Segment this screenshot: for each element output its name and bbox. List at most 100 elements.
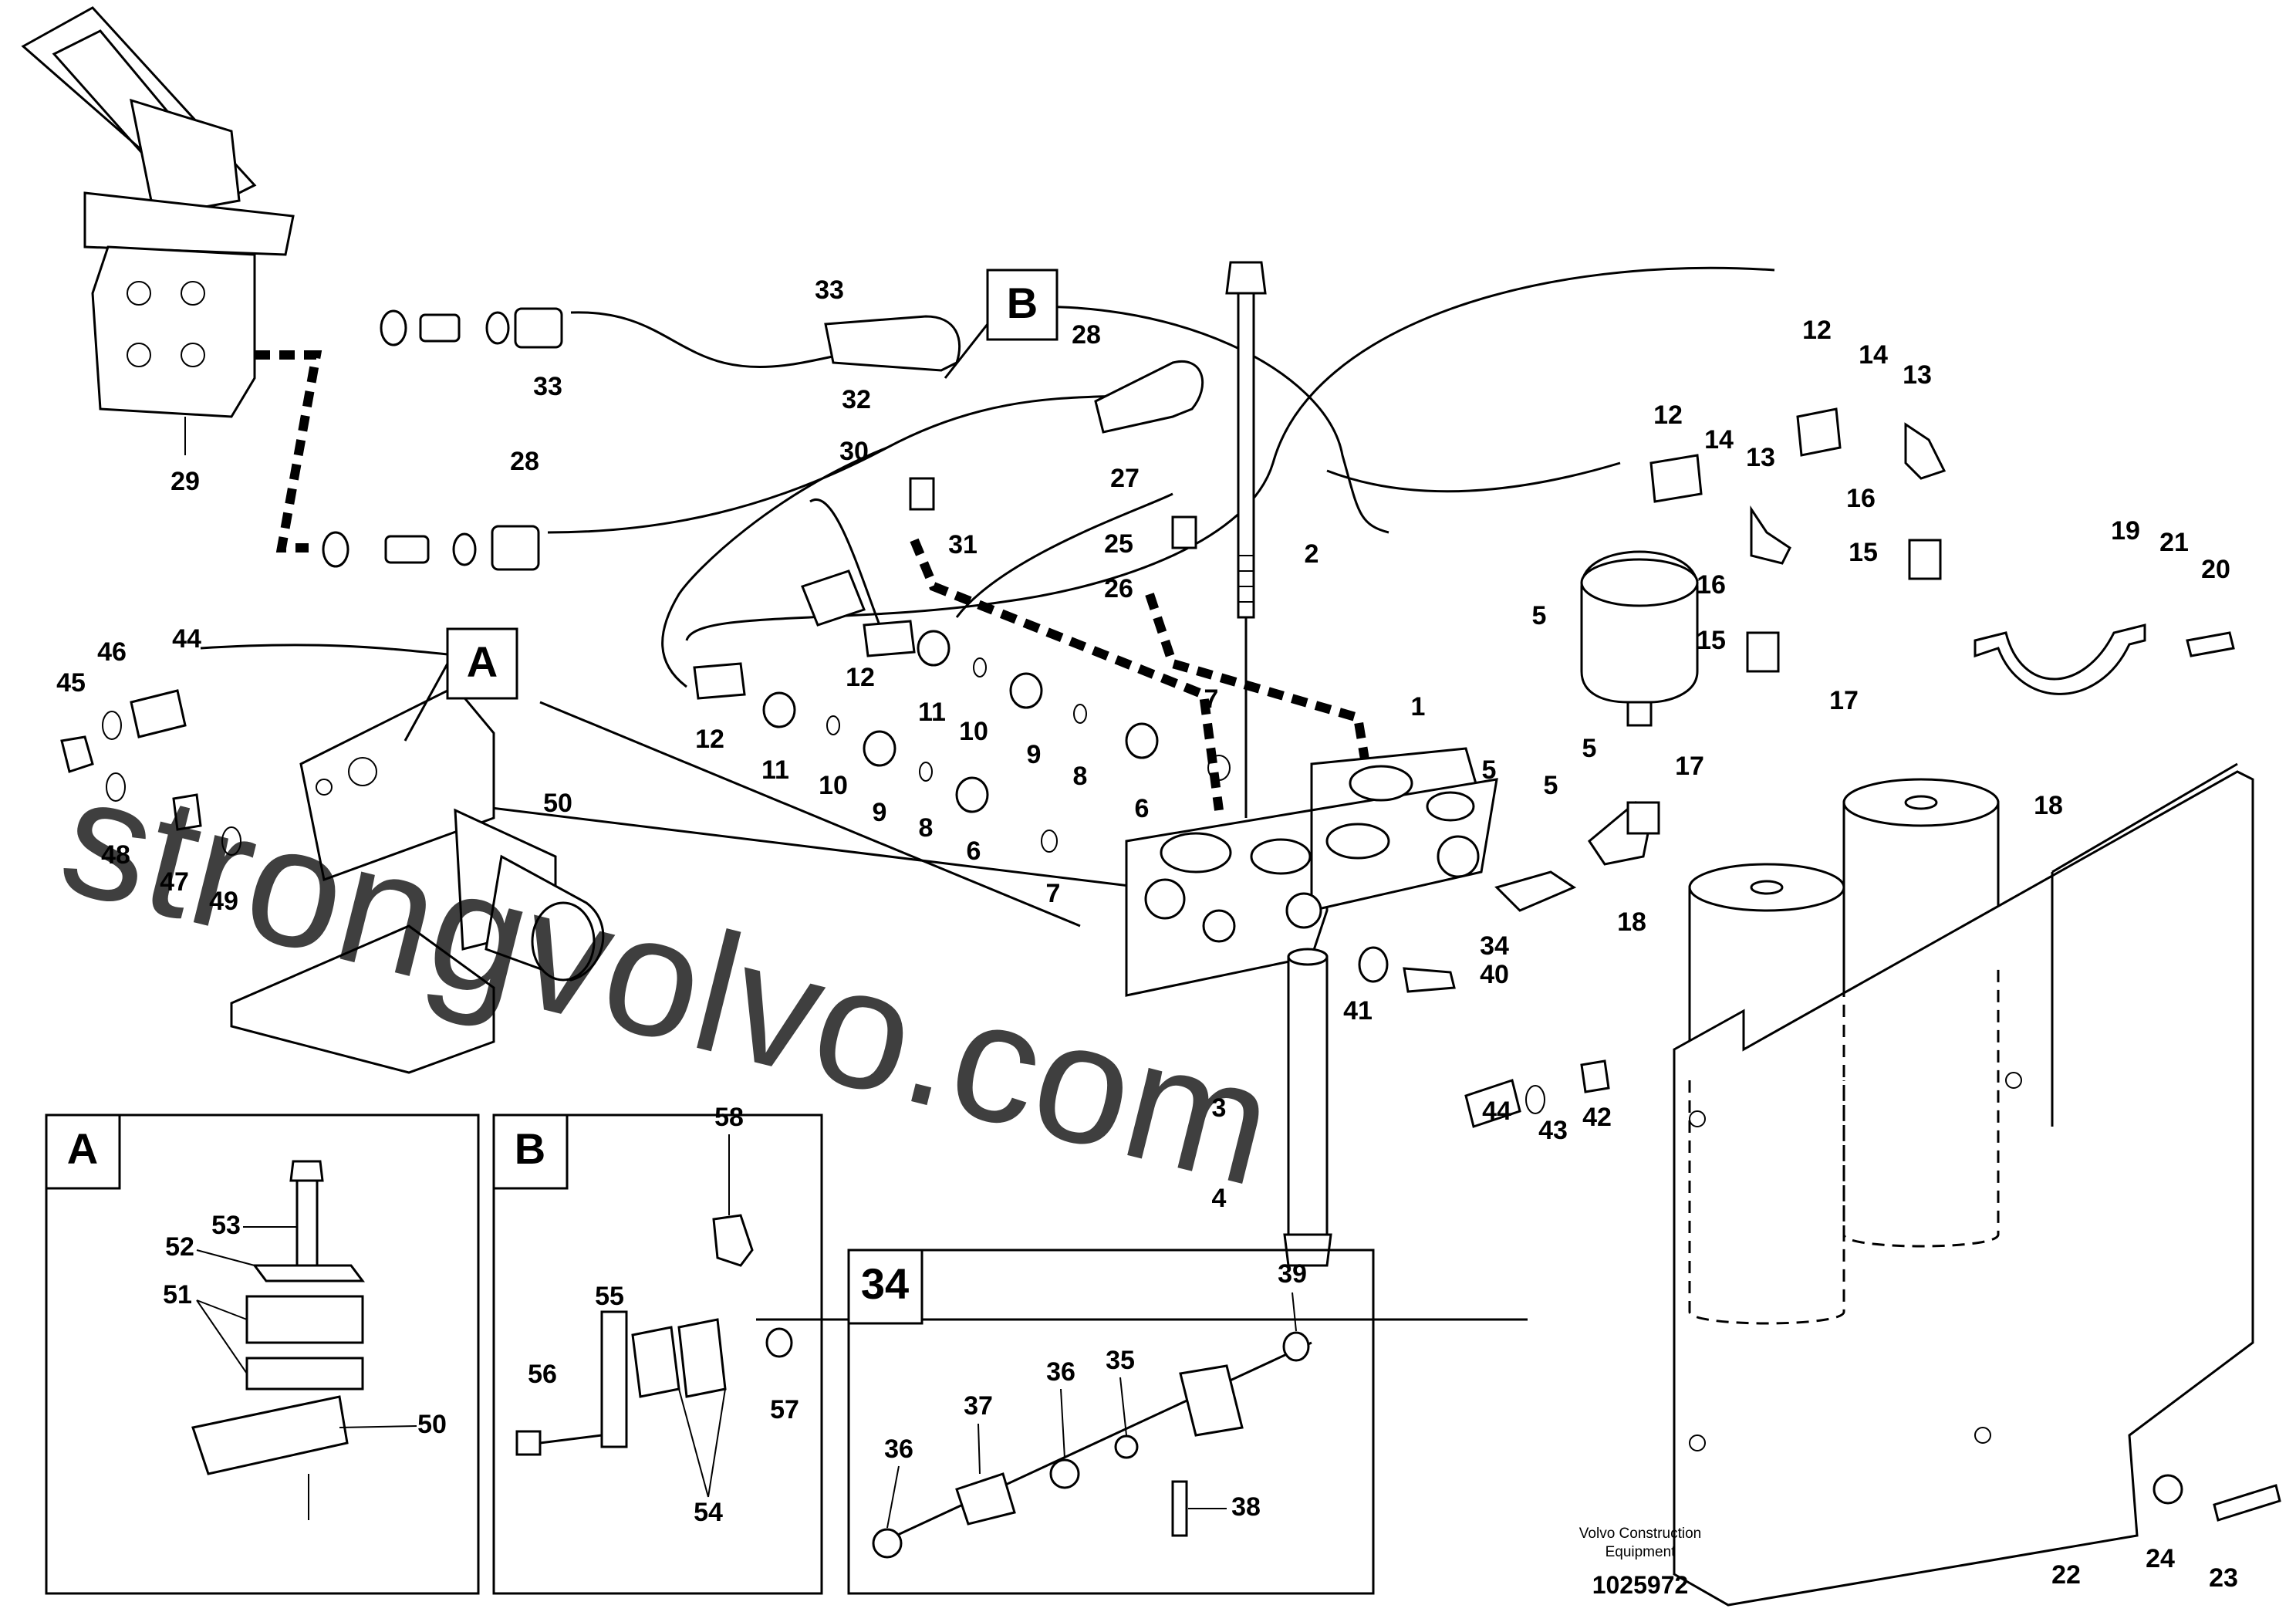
part-label: 41 [1343, 996, 1373, 1026]
part-label: 14 [1704, 425, 1734, 454]
detail-34-box [847, 1249, 1375, 1595]
callout-b: B [944, 269, 1059, 379]
part-label: 27 [1110, 464, 1140, 493]
callout-a: A [403, 627, 518, 742]
part-label: 57 [770, 1395, 799, 1424]
tank-bracket [1673, 762, 2254, 1607]
part-label: 18 [2034, 791, 2063, 820]
part-label: 8 [1073, 762, 1088, 791]
control-valve-block [1125, 747, 1498, 997]
pedal-cable [255, 350, 322, 552]
part-label: 5 [1544, 771, 1558, 800]
part-label: 9 [873, 798, 887, 827]
part-label: 55 [595, 1282, 624, 1311]
left-fittings [60, 689, 241, 856]
part-label: 26 [1104, 574, 1133, 603]
part-label: 40 [1480, 960, 1509, 989]
part-label: 49 [209, 887, 238, 916]
detail-a-box [45, 1113, 480, 1595]
part-label: 48 [101, 840, 130, 870]
upper-fittings [322, 307, 1204, 571]
part-label: 15 [1697, 626, 1726, 655]
part-label: 3 [1212, 1093, 1227, 1123]
brand-line-2: Equipment [1606, 1544, 1676, 1560]
drawing-number: 1025972 [1592, 1571, 1689, 1599]
part-label: 2 [1305, 539, 1319, 569]
tube-and-nut [1283, 948, 1332, 1267]
part-label: 31 [948, 530, 977, 559]
part-label: 10 [959, 717, 988, 746]
part-label: 8 [919, 813, 934, 843]
part-label: 17 [1675, 752, 1704, 781]
part-label: 16 [1846, 484, 1876, 513]
part-label: 17 [1829, 686, 1859, 715]
clamp [1974, 623, 2146, 695]
part-label: 12 [1802, 316, 1832, 345]
part-label: 34 [1480, 931, 1509, 961]
part-label: 44 [1482, 1097, 1511, 1126]
part-label: 20 [2201, 555, 2230, 584]
detail-34-title: 34 [861, 1259, 909, 1308]
part-label: 37 [964, 1391, 993, 1421]
part-label: 22 [2051, 1560, 2081, 1590]
part-label: 15 [1849, 538, 1878, 567]
part-label: 11 [761, 755, 789, 785]
part-label: 4 [1212, 1184, 1227, 1213]
lower-fittings [1358, 946, 1610, 1128]
part-label: 33 [533, 372, 562, 401]
part-label: 12 [846, 663, 875, 692]
valve-bracket [230, 685, 605, 1074]
part-label: 47 [160, 867, 189, 897]
right-elbow-fittings [1494, 407, 1947, 912]
part-label: 7 [1204, 684, 1219, 714]
part-label: 54 [694, 1498, 723, 1527]
part-label: 30 [839, 437, 869, 466]
part-label: 39 [1278, 1259, 1307, 1289]
part-label: 12 [695, 725, 724, 754]
detail-b-labels: 58 55 56 57 54 [528, 1103, 799, 1527]
part-label: 56 [528, 1360, 557, 1389]
part-label: 50 [417, 1410, 447, 1439]
watermark: strongvolvo.com [46, 738, 1291, 1222]
part-label: 13 [1746, 443, 1775, 472]
part-label: 53 [211, 1211, 241, 1240]
part-label: 6 [967, 836, 981, 866]
part-label: 58 [714, 1103, 744, 1132]
part-label: 5 [1532, 601, 1547, 630]
part-label: 19 [2111, 516, 2140, 546]
callout-a-text: A [467, 637, 498, 686]
hoses [200, 266, 1775, 1321]
brake-pedal-valve [21, 6, 295, 455]
detail-a-labels: 53 52 51 50 [163, 1211, 447, 1439]
part-label: 51 [163, 1280, 192, 1309]
part-label: 36 [1046, 1357, 1075, 1387]
part-label: 5 [1582, 734, 1597, 763]
detail-b-title: B [515, 1124, 545, 1173]
detail-34-labels: 39 36 35 37 36 38 [884, 1259, 1307, 1529]
fitting-row [693, 477, 1231, 853]
part-label: 42 [1582, 1103, 1612, 1132]
part-label: 10 [819, 771, 848, 800]
part-label: 28 [510, 447, 539, 476]
detail-b-box [492, 1113, 823, 1595]
part-label: 24 [2146, 1544, 2175, 1573]
footer: Volvo Construction Equipment 1025972 [1579, 1526, 1701, 1599]
part-label: 13 [1903, 360, 1932, 390]
long-bolt [1225, 261, 1267, 818]
part-label: 29 [171, 467, 200, 496]
part-label: 1 [1411, 692, 1426, 721]
part-label: 46 [97, 637, 127, 667]
part-label: 11 [918, 698, 946, 727]
part-label: 18 [1617, 907, 1646, 937]
part-label: 5 [1482, 755, 1497, 785]
part-label: 14 [1859, 340, 1888, 370]
brand-line-1: Volvo Construction [1579, 1526, 1701, 1542]
callout-b-text: B [1007, 279, 1038, 327]
part-label: 9 [1027, 740, 1042, 769]
part-label: 25 [1104, 529, 1133, 559]
part-label: 32 [842, 385, 871, 414]
part-label: 23 [2209, 1563, 2238, 1593]
part-label: 38 [1231, 1492, 1261, 1522]
part-label: 35 [1106, 1346, 1135, 1375]
